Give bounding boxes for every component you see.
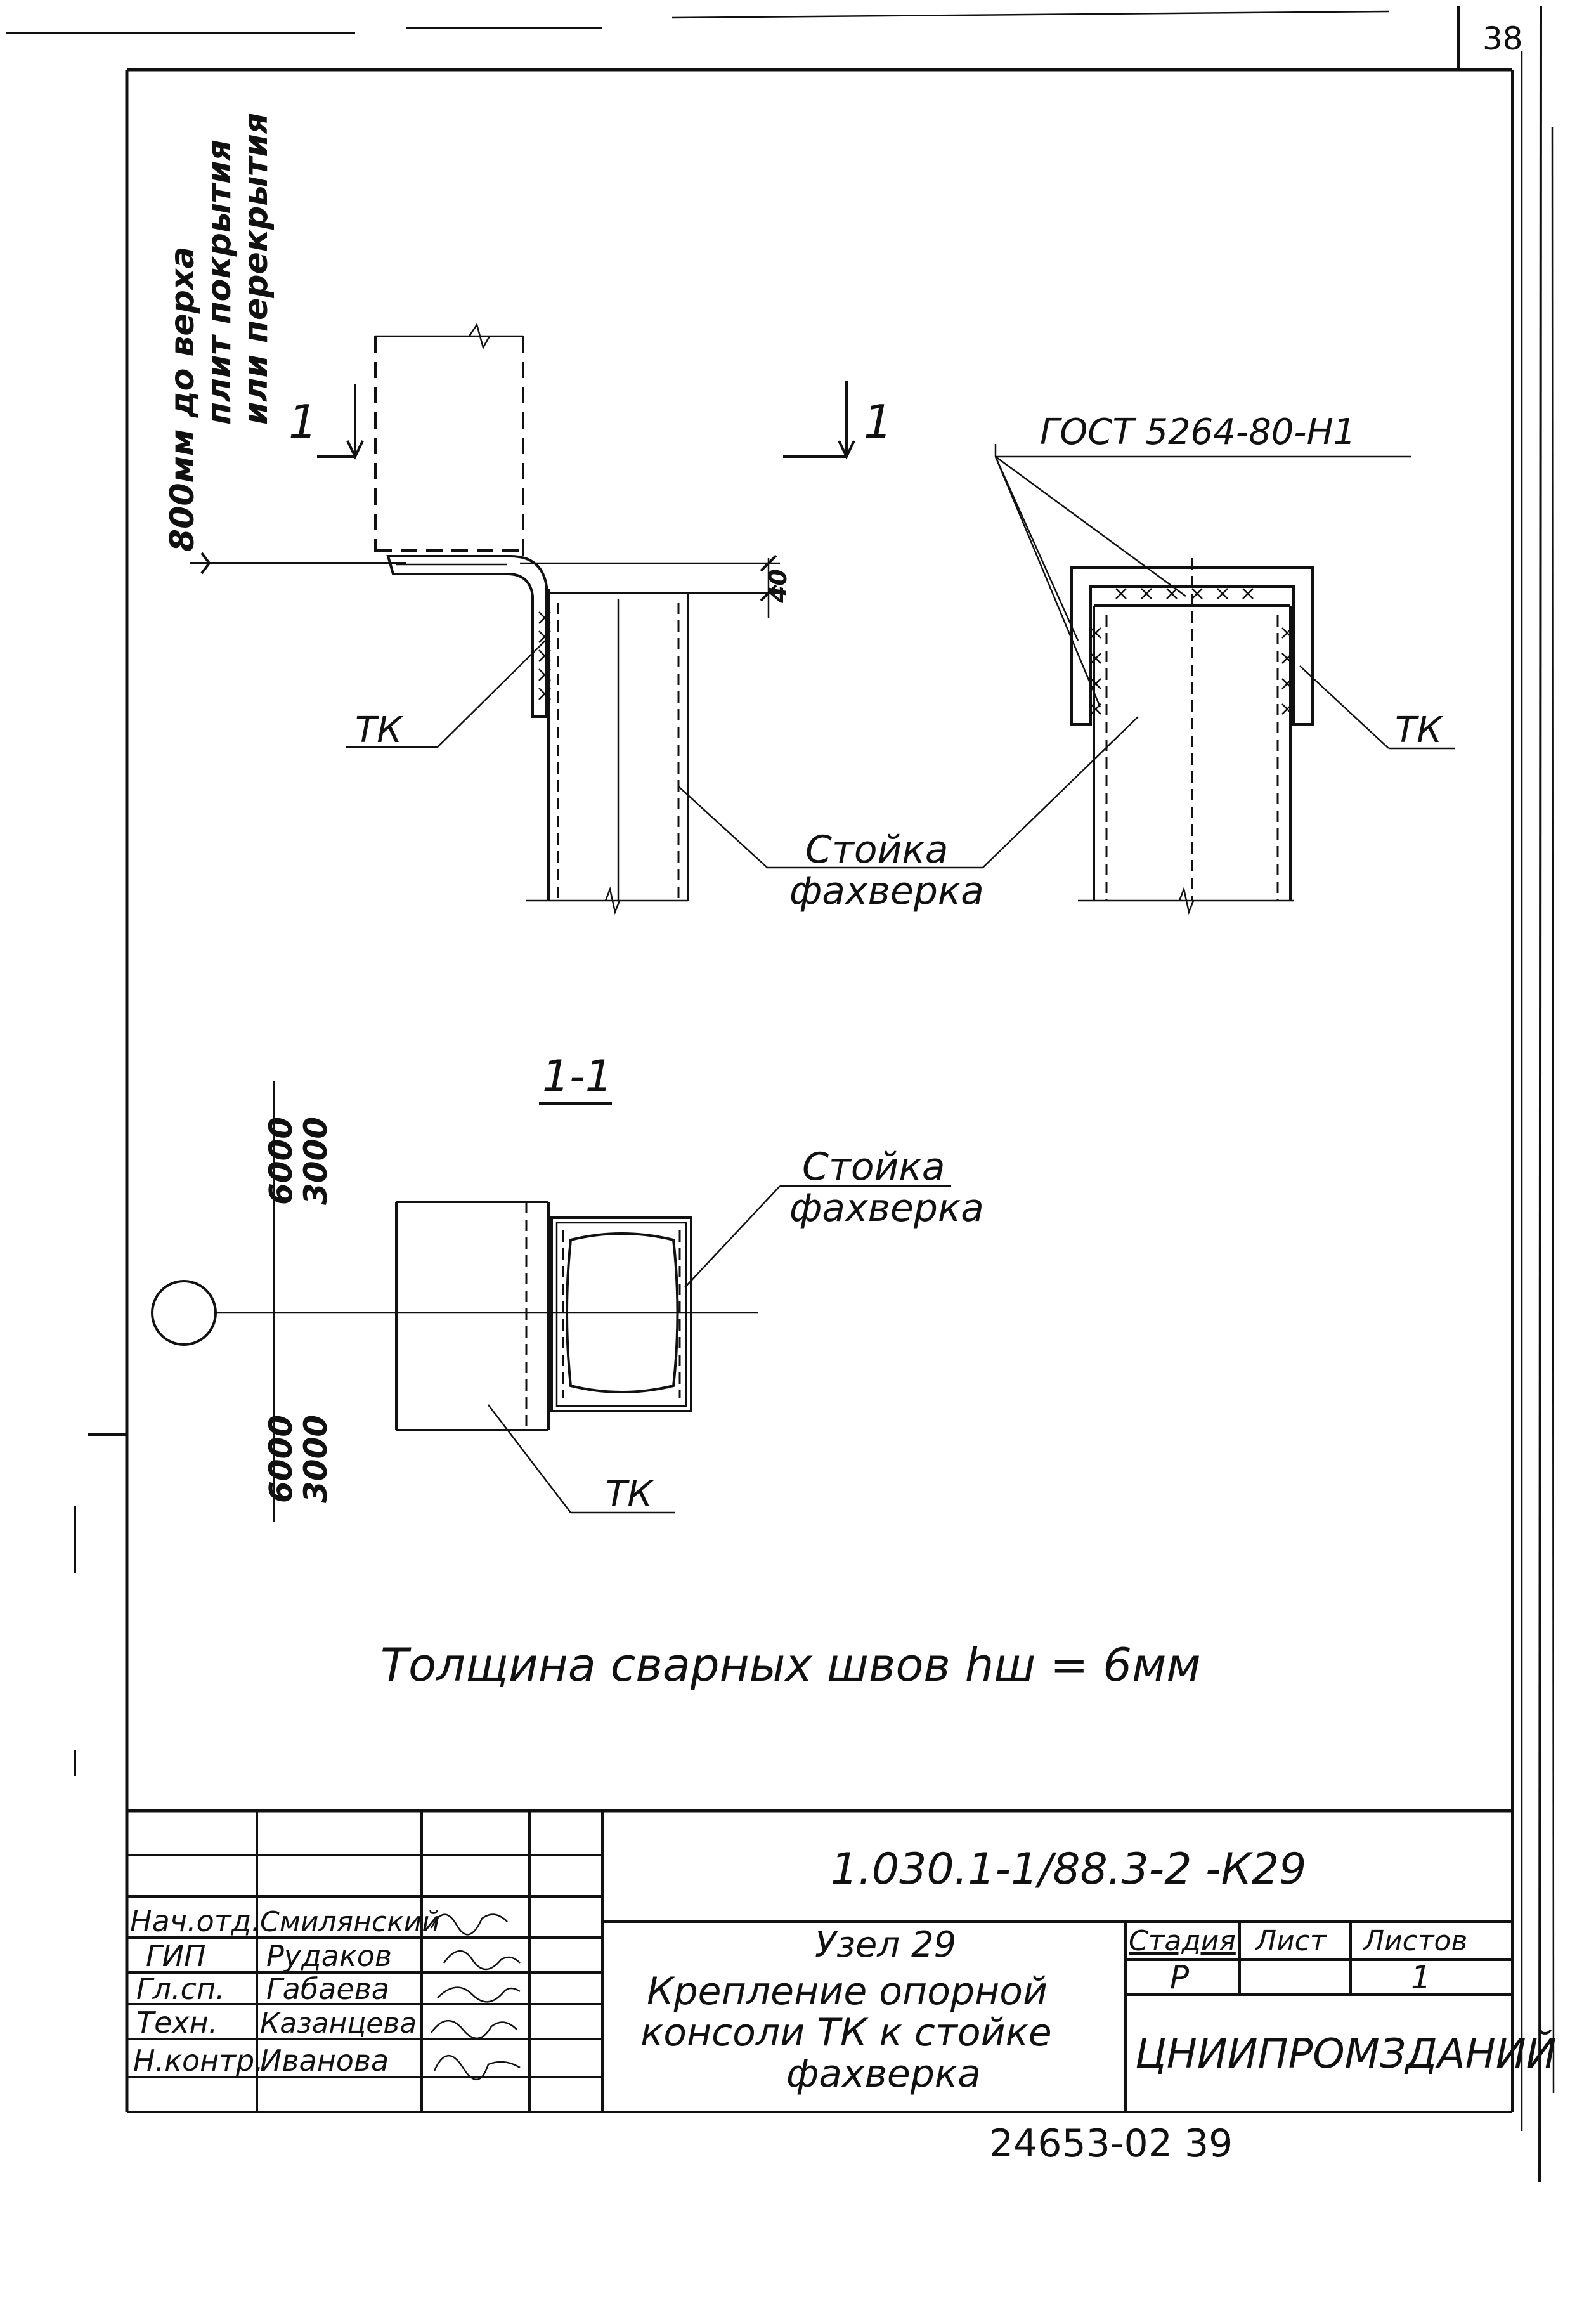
axis-dim-top-a: 6000: [263, 1117, 299, 1205]
footer-number: 24653-02 39: [989, 2121, 1233, 2166]
signature-1: [443, 1950, 521, 1971]
section-mark-right-label: 1: [864, 395, 893, 448]
name-0: Смилянский: [260, 1906, 440, 1938]
sheet-header: Лист: [1254, 1925, 1327, 1957]
stoika-bottom-line1: Стойка: [802, 1145, 945, 1189]
name-4: Иванова: [260, 2043, 389, 2078]
role-2: Гл.сп.: [136, 1972, 225, 2006]
dimension-40: 40: [764, 569, 792, 603]
title-block: 1.030.1-1/88.3-2 -К29 Узел 29 Крепление …: [127, 1809, 1557, 2113]
elevation-note: 800мм до верха плит покрытия или перекры…: [164, 113, 275, 552]
stoika-top-callout: Стойка фахверка: [678, 716, 1139, 913]
node-label: Узел 29: [815, 1924, 956, 1965]
title-line3: фахверка: [786, 2052, 981, 2096]
top-edge-lines: [6, 6, 1460, 70]
right-binding-edge: [1511, 6, 1555, 2182]
stoika-bottom-callout: Стойка фахверка: [684, 1145, 984, 1288]
drawing-frame: [125, 68, 1512, 2112]
tk-bottom-leader: ТК: [488, 1404, 675, 1515]
title-line2: консоли ТК к стойке: [640, 2010, 1052, 2055]
section-mark-right: 1: [783, 381, 893, 460]
page-number: 38: [1482, 20, 1523, 57]
tk-right-label: ТК: [1395, 710, 1443, 751]
gost-callout: ГОСТ 5264-80-Н1: [994, 412, 1411, 708]
axis-dim-bottom-a: 6000: [263, 1415, 299, 1503]
section-title: 1-1: [542, 1052, 613, 1102]
section-plan: [151, 1081, 758, 1522]
tk-left-label: ТК: [355, 710, 403, 751]
title-line1: Крепление опорной: [647, 1969, 1048, 2014]
signature-2: [437, 1986, 521, 2003]
elevation-note-line2: плит покрытия: [200, 140, 238, 425]
axis-dim-bottom-b: 3000: [297, 1415, 334, 1503]
stoika-top-line1: Стойка: [805, 828, 949, 872]
elevation-note-line3: или перекрытия: [237, 113, 275, 425]
signature-3: [430, 2019, 517, 2040]
axis-dim-top-b: 3000: [297, 1117, 334, 1205]
tk-right-leader: ТК: [1299, 665, 1455, 751]
gost-callout-text: ГОСТ 5264-80-Н1: [1040, 412, 1356, 453]
signature-4: [433, 2054, 521, 2081]
section-mark-left-label: 1: [289, 395, 318, 448]
tk-bottom-label: ТК: [606, 1474, 654, 1515]
stoika-top-line2: фахверка: [789, 869, 984, 913]
organization: ЦНИИПРОМЗДАНИЙ: [1135, 2030, 1557, 2078]
stoika-bottom-line2: фахверка: [789, 1186, 984, 1230]
stage-value: Р: [1170, 1959, 1190, 1996]
section-mark-left: 1: [289, 384, 364, 460]
elevation-note-line1: 800мм до верха: [164, 246, 202, 552]
name-1: Рудаков: [266, 1939, 392, 1973]
sheets-header: Листов: [1362, 1925, 1467, 1957]
tk-left-leader: ТК: [346, 640, 546, 751]
left-elevation-view: [190, 323, 780, 915]
role-4: Н.контр.: [133, 2043, 264, 2078]
left-margin-marks: [74, 1433, 127, 1776]
role-1: ГИП: [146, 1939, 206, 1973]
sheets-value: 1: [1411, 1959, 1431, 1996]
axis-bubble: [151, 1280, 217, 1346]
stage-header: Стадия: [1129, 1925, 1236, 1957]
weld-note: Толщина сварных швов hш = 6мм: [380, 1638, 1201, 1691]
name-2: Габаева: [266, 1972, 389, 2006]
right-elevation-view: [1070, 558, 1314, 915]
role-3: Техн.: [136, 2005, 217, 2040]
name-3: Казанцева: [260, 2007, 417, 2040]
signature-0: [430, 1913, 508, 1936]
role-0: Нач.отд.: [130, 1904, 261, 1938]
drawing-code: 1.030.1-1/88.3-2 -К29: [831, 1844, 1306, 1894]
